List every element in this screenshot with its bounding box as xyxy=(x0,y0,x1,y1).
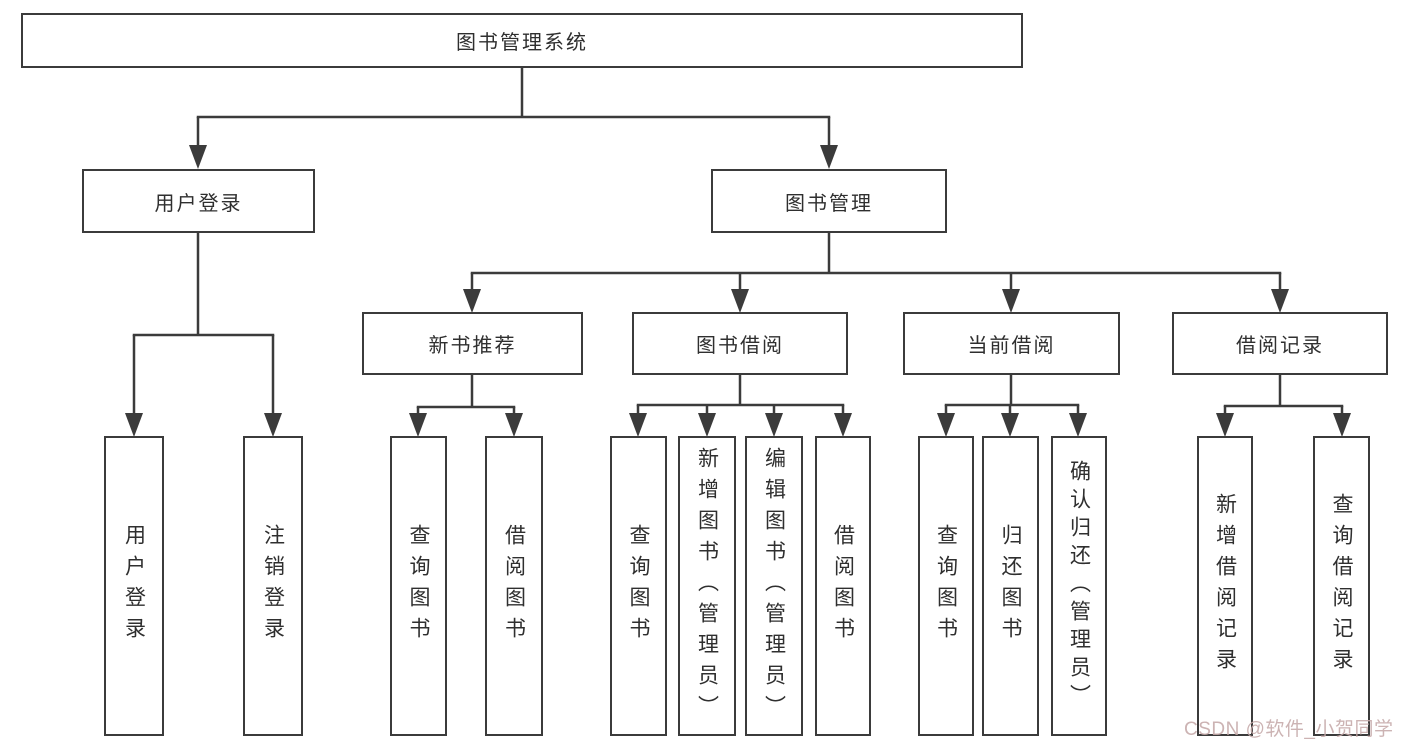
leaf-query-books-borrowing: 查询图书 xyxy=(610,436,667,736)
leaf-borrow-books-recommend: 借阅图书 xyxy=(485,436,543,736)
leaf-logout: 注销登录 xyxy=(243,436,303,736)
arrowheads xyxy=(125,145,1351,437)
node-book-management: 图书管理 xyxy=(711,169,947,233)
node-root-library-management-system: 图书管理系统 xyxy=(21,13,1023,68)
leaf-edit-books-admin: 编辑图书（管理员） xyxy=(745,436,803,736)
node-new-book-recommend: 新书推荐 xyxy=(362,312,583,375)
leaf-borrow-books: 借阅图书 xyxy=(815,436,871,736)
leaf-add-books-admin: 新增图书（管理员） xyxy=(678,436,736,736)
leaf-query-borrow-record: 查询借阅记录 xyxy=(1313,436,1370,736)
node-user-login: 用户登录 xyxy=(82,169,315,233)
node-book-borrowing: 图书借阅 xyxy=(632,312,848,375)
leaf-query-books-current: 查询图书 xyxy=(918,436,974,736)
leaf-confirm-return-admin: 确认归还（管理员） xyxy=(1051,436,1107,736)
leaf-add-borrow-record: 新增借阅记录 xyxy=(1197,436,1253,736)
node-current-borrowing: 当前借阅 xyxy=(903,312,1120,375)
node-borrowing-records: 借阅记录 xyxy=(1172,312,1388,375)
leaf-user-login: 用户登录 xyxy=(104,436,164,736)
leaf-query-books-recommend: 查询图书 xyxy=(390,436,447,736)
csdn-watermark: CSDN @软件_小贺同学 xyxy=(1184,719,1394,740)
leaf-return-books: 归还图书 xyxy=(982,436,1039,736)
